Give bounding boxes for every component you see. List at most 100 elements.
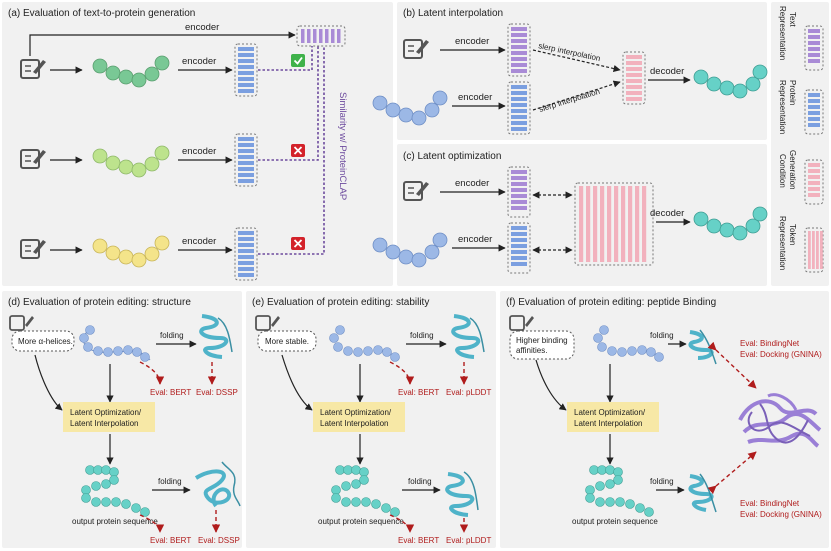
latent-box-line1: Latent Optimization/ xyxy=(320,408,392,417)
latent-box xyxy=(313,402,405,432)
protein-chain-yellow xyxy=(92,235,170,268)
eval-bert-label: Eval: BERT xyxy=(150,536,191,545)
encoder-label: encoder xyxy=(455,36,489,47)
eval-bert-label: Eval: BERT xyxy=(398,536,439,545)
legend-protein-line1: Protein xyxy=(788,80,797,105)
protein-chain-teal xyxy=(693,64,768,99)
token-representation xyxy=(574,182,654,266)
protein-chain-blue xyxy=(329,325,400,362)
protein-chain-blue xyxy=(593,325,664,362)
protein-representation xyxy=(507,222,531,274)
eval-bindingnet-label: Eval: BindingNet xyxy=(740,339,800,348)
legend-condition-swatch xyxy=(804,159,824,205)
legend-text-line2: Representation xyxy=(778,6,787,60)
encoder-label: encoder xyxy=(182,146,216,157)
panel-d-title: (d) Evaluation of protein editing: struc… xyxy=(8,297,191,308)
prompt-box xyxy=(257,330,317,352)
protein-chain-teal xyxy=(331,465,400,517)
text-representation xyxy=(507,23,531,77)
eval-docking-label: Eval: Docking (GNINA) xyxy=(740,350,822,359)
legend-panel xyxy=(771,2,829,286)
eval-dssp-label: Eval: DSSP xyxy=(196,388,238,397)
cross-icon xyxy=(291,144,305,157)
eval-docking-label: Eval: Docking (GNINA) xyxy=(740,510,822,519)
eval-bindingnet-label: Eval: BindingNet xyxy=(740,499,800,508)
encoder-label: encoder xyxy=(185,22,219,33)
panel-b xyxy=(397,2,767,140)
panel-a-title: (a) Evaluation of text-to-protein genera… xyxy=(8,8,195,19)
condition-representation xyxy=(622,51,646,105)
folding-label: folding xyxy=(410,331,434,340)
document-icon xyxy=(20,239,46,259)
folding-label: folding xyxy=(650,331,674,340)
latent-box-line2: Latent Interpolation xyxy=(320,419,389,428)
folding-label: folding xyxy=(408,477,432,486)
panel-e-title: (e) Evaluation of protein editing: stabi… xyxy=(252,297,429,308)
helix-structure xyxy=(194,461,241,508)
protein-representation xyxy=(234,227,258,281)
folding-label: folding xyxy=(158,477,182,486)
output-sequence-label: output protein sequence xyxy=(318,517,404,526)
protein-chain-green xyxy=(92,55,170,88)
document-icon xyxy=(509,315,534,331)
text-representation xyxy=(507,166,531,218)
legend-protein-swatch xyxy=(804,89,824,135)
protein-chain-blue xyxy=(372,90,448,126)
prompt-text: More stable. xyxy=(265,337,309,346)
latent-box-line2: Latent Interpolation xyxy=(70,419,139,428)
document-icon xyxy=(9,315,34,331)
legend-condition-line2: Condition xyxy=(778,154,787,188)
prompt-text: More α-helices. xyxy=(18,337,73,346)
latent-box xyxy=(567,402,659,432)
eval-bert-label: Eval: BERT xyxy=(150,388,191,397)
helix-structure xyxy=(445,471,479,517)
prompt-line1: Higher binding xyxy=(516,336,568,345)
helix-structure xyxy=(199,314,233,359)
legend-condition-line1: Generation xyxy=(788,150,797,190)
eval-plddt-label: Eval: pLDDT xyxy=(446,536,491,545)
encoder-label: encoder xyxy=(458,92,492,103)
legend-token-line2: Representation xyxy=(778,216,787,270)
document-icon xyxy=(403,181,429,201)
latent-box-line1: Latent Optimization/ xyxy=(574,408,646,417)
document-icon xyxy=(255,315,280,331)
folding-label: folding xyxy=(650,477,674,486)
protein-chain-blue xyxy=(79,325,151,362)
eval-plddt-label: Eval: pLDDT xyxy=(446,388,491,397)
prompt-box xyxy=(11,330,75,352)
decoder-label: decoder xyxy=(650,66,684,77)
folding-label: folding xyxy=(160,331,184,340)
eval-dssp-label: Eval: DSSP xyxy=(198,536,240,545)
legend-token-swatch xyxy=(804,227,824,273)
legend-text-line1: Text xyxy=(788,12,797,27)
cross-icon xyxy=(291,237,305,250)
panel-f-title: (f) Evaluation of protein editing: pepti… xyxy=(506,297,716,308)
output-sequence-label: output protein sequence xyxy=(572,517,658,526)
latent-box xyxy=(63,402,155,432)
similarity-lines xyxy=(258,46,325,255)
decoder-label: decoder xyxy=(650,208,684,219)
target-protein-structure xyxy=(738,393,822,448)
document-icon xyxy=(403,39,429,59)
protein-chain-teal xyxy=(81,465,150,517)
latent-box-line2: Latent Interpolation xyxy=(574,419,643,428)
panel-b-title: (b) Latent interpolation xyxy=(403,8,503,19)
prompt-box xyxy=(509,330,575,360)
protein-representation xyxy=(234,43,258,97)
text-representation-top xyxy=(296,25,346,47)
encoder-label: encoder xyxy=(458,234,492,245)
helix-structure xyxy=(451,314,485,359)
protein-representation xyxy=(234,133,258,187)
prompt-line2: affinities. xyxy=(516,346,547,355)
legend-token-line1: Token xyxy=(788,224,797,245)
protein-representation xyxy=(507,81,531,135)
protein-chain-teal xyxy=(585,465,654,517)
protein-chain-lightgreen xyxy=(92,145,170,178)
encoder-label: encoder xyxy=(455,178,489,189)
output-sequence-label: output protein sequence xyxy=(72,517,158,526)
panel-c-title: (c) Latent optimization xyxy=(403,151,501,162)
document-icon xyxy=(20,59,46,79)
similarity-label: Similarity w/ ProteinCLAP xyxy=(337,92,348,200)
protein-chain-blue xyxy=(372,232,448,268)
